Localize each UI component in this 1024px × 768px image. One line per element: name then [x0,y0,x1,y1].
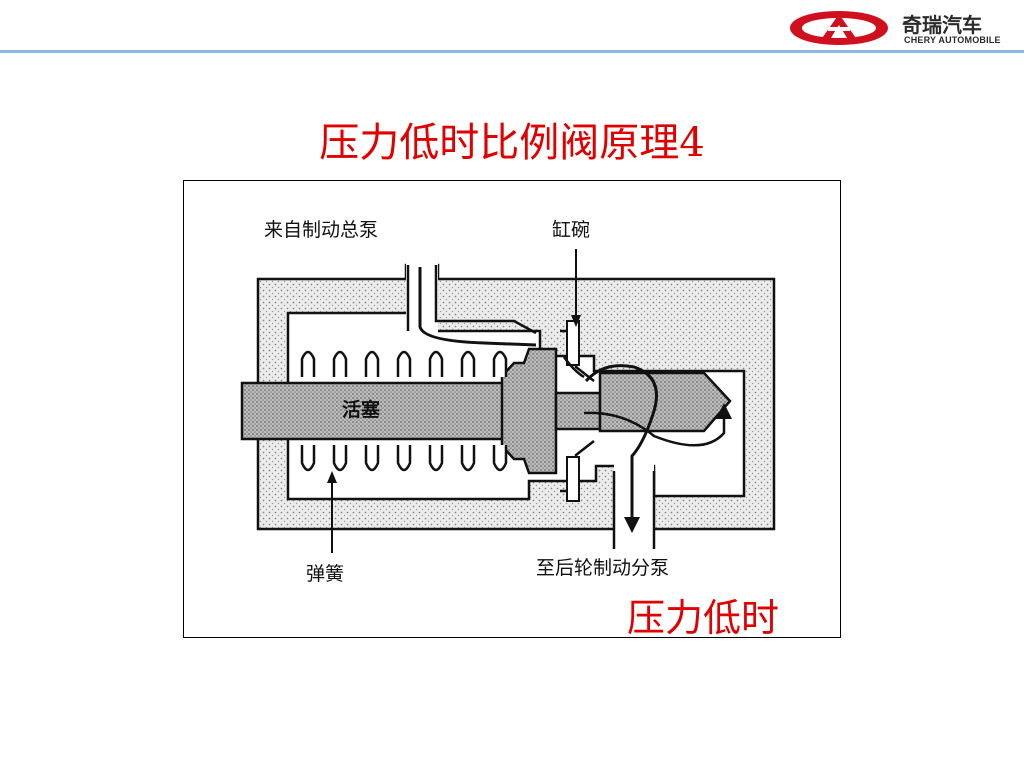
cup-seal [560,320,595,502]
diagram-caption: 压力低时 [627,596,780,640]
leader-lines [327,249,581,553]
spring-coil-bottom [396,445,412,472]
piston [240,347,732,475]
cup-seal-pointer-icon [571,315,581,327]
spring [300,350,508,472]
header-divider [0,50,1024,53]
spring-coil-top [492,350,508,377]
spring-coil-top [300,350,316,377]
brand-name-cn: 奇瑞汽车 [902,13,982,37]
spring-coil-top [396,350,412,377]
spring-coil-bottom [300,445,316,472]
chery-logo: 奇瑞汽车 CHERY AUTOMOBILE [784,8,1019,48]
valve-diagram: 来自制动总泵 缸碗 活塞 弹簧 至后轮制动分泵 压力低时 [183,180,841,640]
spring-label: 弹簧 [306,563,345,585]
outlet-label: 至后轮制动分泵 [536,557,670,579]
outlet-arrow-icon [624,517,640,533]
inlet-passage [406,251,537,335]
piston-label: 活塞 [342,399,381,421]
flow-arrow-icon [716,403,732,419]
valve-diagram-drawing [240,249,776,553]
cup-seal-label: 缸碗 [552,219,591,241]
spring-coil-bottom [428,445,444,472]
spring-coil-bottom [492,445,508,472]
page-title: 压力低时比例阀原理4 [319,120,705,166]
spring-coil-bottom [332,445,348,472]
spring-coil-top [364,350,380,377]
spring-coil-bottom [460,445,476,472]
spring-coil-top [428,350,444,377]
spring-coil-top [332,350,348,377]
chery-logo-icon [790,11,888,45]
inlet-label: 来自制动总泵 [264,219,379,241]
brand-name-en: CHERY AUTOMOBILE [904,35,1001,45]
fluid-flow [418,267,732,533]
spring-pointer-icon [327,471,337,483]
outlet-channel [612,441,656,549]
spring-coil-top [460,350,476,377]
spring-coil-bottom [364,445,380,472]
